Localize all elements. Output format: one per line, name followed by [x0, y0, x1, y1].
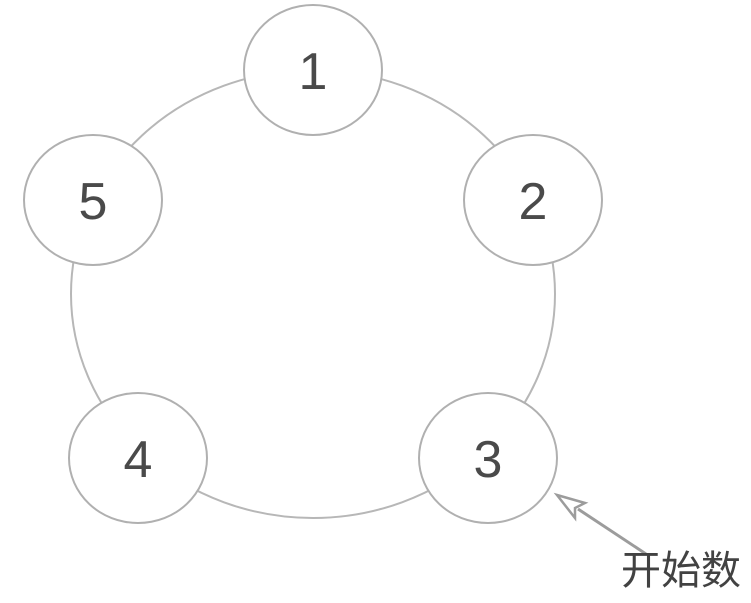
arrowhead-icon	[553, 492, 589, 522]
node-circle-5: 5	[23, 134, 163, 266]
node-circle-1: 1	[243, 4, 383, 136]
node-label: 5	[78, 173, 108, 231]
node-label: 4	[123, 431, 153, 489]
node-label: 2	[518, 173, 548, 231]
node-circle-4: 4	[68, 392, 208, 524]
arrow-shaft	[577, 507, 647, 556]
node-circle-2: 2	[463, 134, 603, 266]
node-label: 1	[298, 43, 328, 101]
node-label: 3	[473, 431, 503, 489]
annotation-label: 开始数	[621, 549, 741, 593]
node-circle-3: 3	[418, 392, 558, 524]
